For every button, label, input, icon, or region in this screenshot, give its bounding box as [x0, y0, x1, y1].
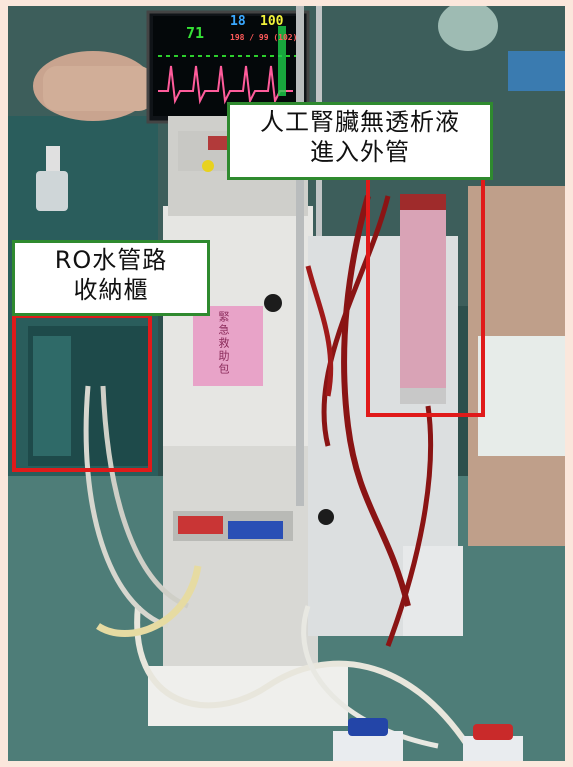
- monitor-heart-rate: 71: [186, 24, 205, 42]
- monitor-spo2: 18: [230, 14, 246, 29]
- monitor-spo2-percent: 100: [260, 14, 284, 29]
- dialysate-line-label-line2: 進入外管: [310, 138, 410, 166]
- ro-cabinet-label: RO水管路 收納櫃: [12, 240, 210, 316]
- ro-cabinet-label-line1: RO水管路: [54, 246, 168, 274]
- dialyzer-highlight-box: [366, 176, 485, 417]
- monitor-blood-pressure: 198 / 99 (102): [230, 33, 298, 42]
- dialysate-line-label-line1: 人工腎臟無透析液: [260, 108, 460, 136]
- emergency-pouch-label: 緊急救助包: [217, 311, 230, 376]
- ro-cabinet-label-line2: 收納櫃: [73, 276, 149, 304]
- dialysate-line-label: 人工腎臟無透析液 進入外管: [227, 102, 493, 180]
- ro-cabinet-highlight-box: [12, 314, 152, 472]
